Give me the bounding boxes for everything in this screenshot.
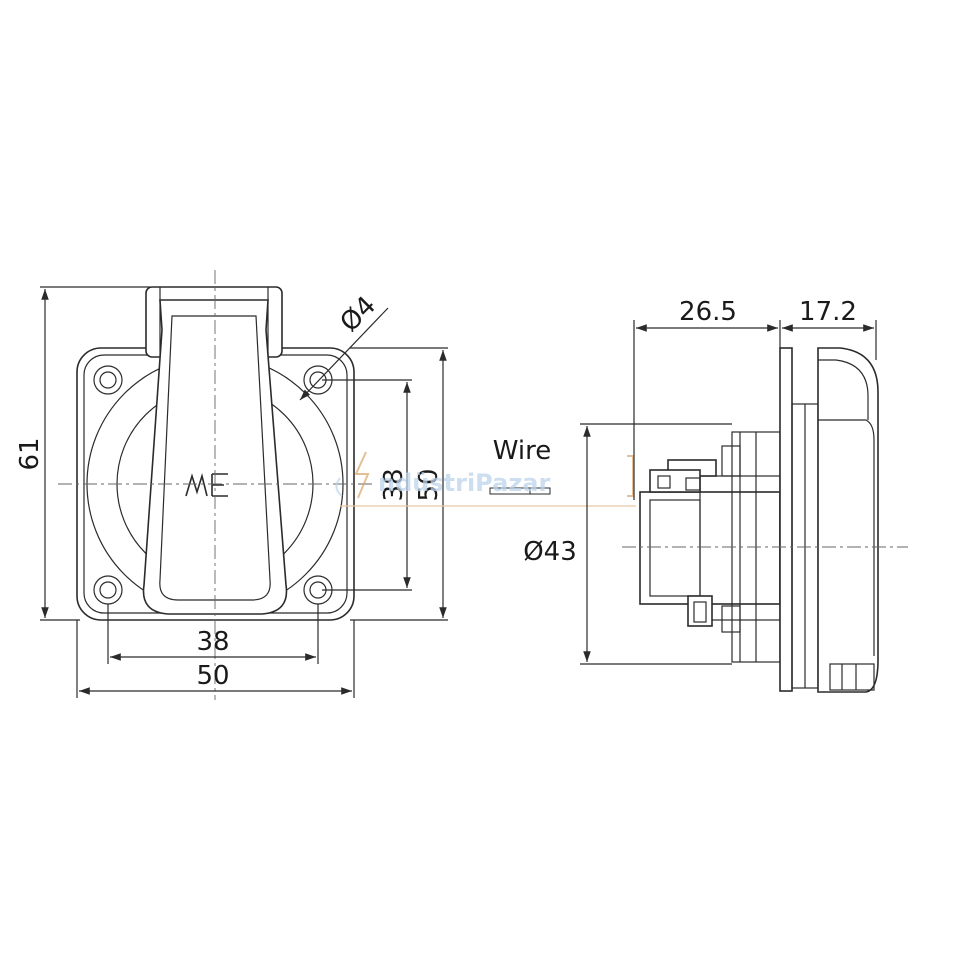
terminal-screws-icon <box>649 459 717 627</box>
front-view: 61 38 50 38 50 Ø4 <box>15 270 448 700</box>
dim-height-61: 61 <box>15 437 45 470</box>
wire-callout: Wire <box>489 436 551 495</box>
dim-diameter-43: Ø43 <box>523 537 577 567</box>
dim-leader-hole-diameter <box>299 307 389 401</box>
mounting-hole-top-left <box>93 365 123 395</box>
watermark: ndüstriPazar <box>335 451 636 507</box>
watermark-text: ndüstriPazar <box>378 469 550 497</box>
mounting-flange <box>779 347 793 692</box>
dim-hole-diameter: Ø4 <box>335 291 382 338</box>
rear-body <box>639 491 781 605</box>
dim-depth-17-2: 17.2 <box>799 297 857 327</box>
dim-hole-spacing-horizontal-38: 38 <box>196 627 229 657</box>
dim-hole-spacing-vertical-38: 38 <box>379 468 409 501</box>
dim-plate-width-50: 50 <box>196 661 229 691</box>
brand-logo-icon <box>185 473 228 497</box>
side-view: 26.5 17.2 Ø43 <box>523 297 908 693</box>
watermark-logo-icon <box>335 451 634 499</box>
dim-depth-26-5: 26.5 <box>679 297 737 327</box>
wire-icon <box>489 487 551 495</box>
side-lid <box>817 347 879 693</box>
dim-plate-height-50: 50 <box>414 468 444 501</box>
wire-label: Wire <box>493 436 551 466</box>
